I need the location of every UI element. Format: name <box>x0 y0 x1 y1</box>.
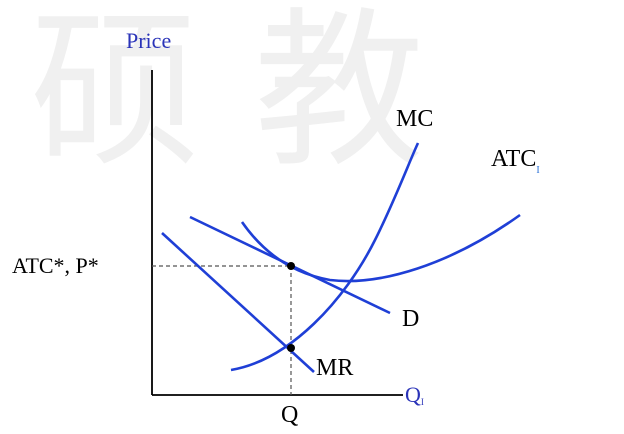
mc-curve <box>230 142 420 372</box>
atc-curve <box>240 213 521 283</box>
mc-label: MC <box>396 106 433 132</box>
quantity-level-label: Q <box>281 402 298 428</box>
watermark: 硕 教 <box>30 0 424 191</box>
atc-label: ATCI <box>491 146 540 176</box>
mr-label: MR <box>316 355 353 381</box>
price-axis-label: Price <box>126 28 171 53</box>
quantity-axis-label: QI <box>405 382 424 407</box>
demand-label: D <box>402 306 419 332</box>
price-point <box>287 262 295 270</box>
price-level-label: ATC*, P* <box>12 253 99 278</box>
mc-mr-intersection-point <box>287 344 295 352</box>
